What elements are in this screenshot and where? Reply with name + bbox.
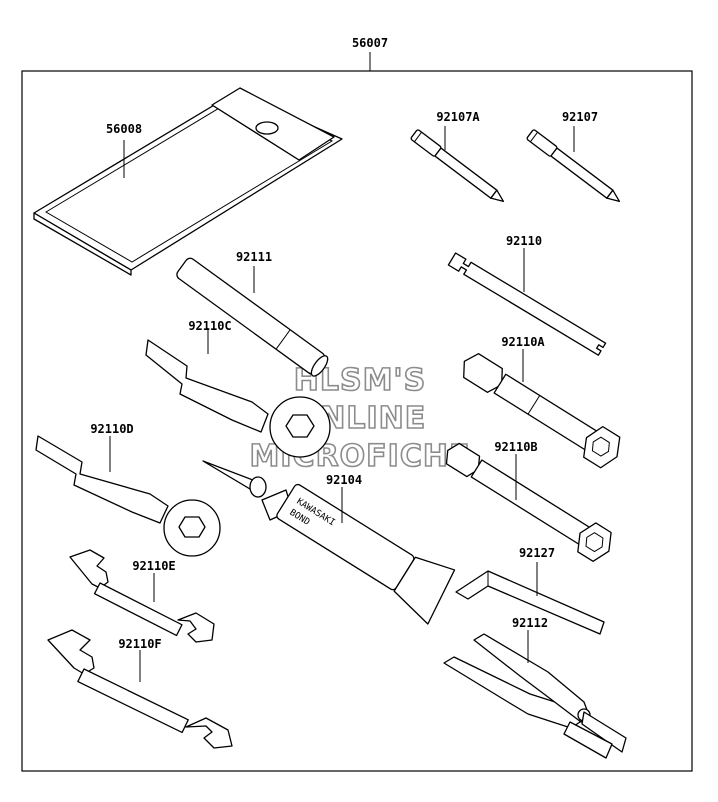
part-92110B-box-wrench[interactable] xyxy=(439,436,618,566)
assembly-frame xyxy=(21,70,693,772)
label-92107: 92107 xyxy=(562,110,598,124)
part-92110A-box-wrench[interactable] xyxy=(455,346,627,472)
label-92110B: 92110B xyxy=(494,440,537,454)
label-92110E: 92110E xyxy=(132,559,175,573)
label-92110: 92110 xyxy=(506,234,542,248)
part-56008-tool-pouch[interactable] xyxy=(33,87,343,276)
label-92107A: 92107A xyxy=(436,110,480,124)
part-92110-spanner[interactable] xyxy=(447,252,607,356)
part-92111-handle[interactable] xyxy=(175,256,331,378)
label-92127: 92127 xyxy=(519,546,555,560)
label-56008: 56008 xyxy=(106,122,142,136)
part-92110F-open-wrench[interactable] xyxy=(47,629,233,749)
assembly-number: 56007 xyxy=(352,36,388,50)
part-92104-bond-tube[interactable]: KAWASAKI BOND xyxy=(202,460,460,625)
part-92107-screwdriver[interactable] xyxy=(526,129,623,206)
label-92110C: 92110C xyxy=(188,319,231,333)
part-92110E-open-wrench[interactable] xyxy=(69,549,215,643)
label-92104: 92104 xyxy=(326,473,362,487)
part-92127-hex-key[interactable] xyxy=(455,570,605,635)
label-92110D: 92110D xyxy=(90,422,133,436)
part-92107A-screwdriver[interactable] xyxy=(410,129,507,206)
label-92110F: 92110F xyxy=(118,637,161,651)
part-92110D-ring-wrench[interactable] xyxy=(35,435,221,557)
part-92110C-ring-wrench[interactable] xyxy=(145,339,331,458)
label-92110A: 92110A xyxy=(501,335,545,349)
label-92112: 92112 xyxy=(512,616,548,630)
label-92111: 92111 xyxy=(236,250,272,264)
part-92112-pliers[interactable] xyxy=(443,633,627,759)
